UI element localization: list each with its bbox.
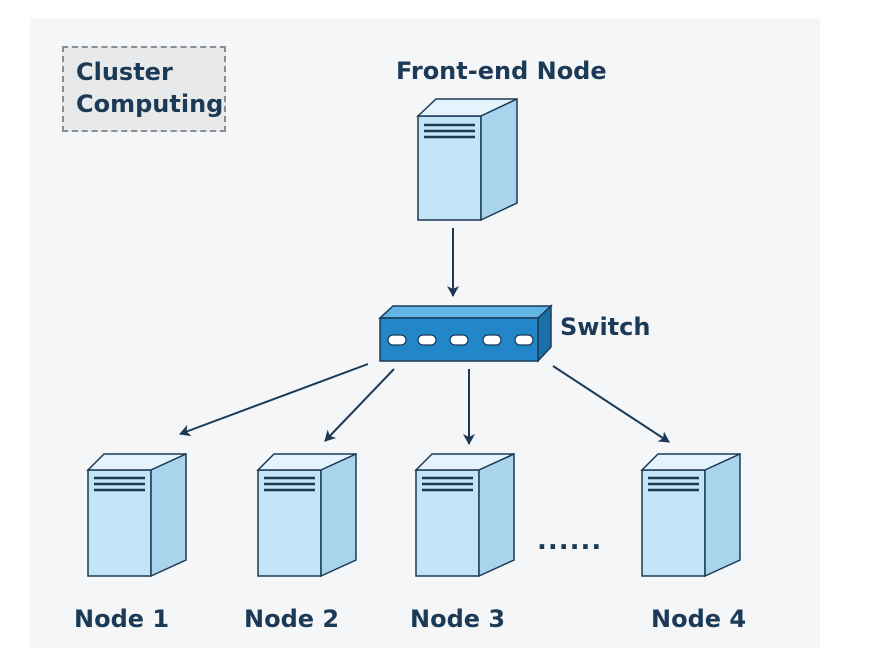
front-end-node-label: Front-end Node [396, 57, 607, 85]
front-end-server-icon [416, 97, 518, 222]
node-2-label: Node 2 [244, 605, 340, 633]
more-nodes-ellipsis: ...... [537, 526, 603, 556]
arrow-switch-to-node-2 [324, 368, 395, 442]
node-1-server-icon [86, 452, 187, 578]
node-1-label: Node 1 [74, 605, 170, 633]
diagram-title-line-2: Computing [76, 90, 224, 118]
node-4-server-icon [640, 452, 741, 578]
node-2-server-icon [256, 452, 357, 578]
switch-icon [378, 304, 553, 363]
node-3-label: Node 3 [410, 605, 506, 633]
switch-label: Switch [560, 313, 651, 341]
diagram-title-box: Cluster Computing [62, 46, 226, 132]
diagram-title-line-1: Cluster [76, 58, 173, 86]
node-4-label: Node 4 [651, 605, 747, 633]
node-3-server-icon [414, 452, 515, 578]
arrow-switch-to-node-1 [179, 363, 369, 437]
arrow-switch-to-node-4 [552, 365, 670, 443]
